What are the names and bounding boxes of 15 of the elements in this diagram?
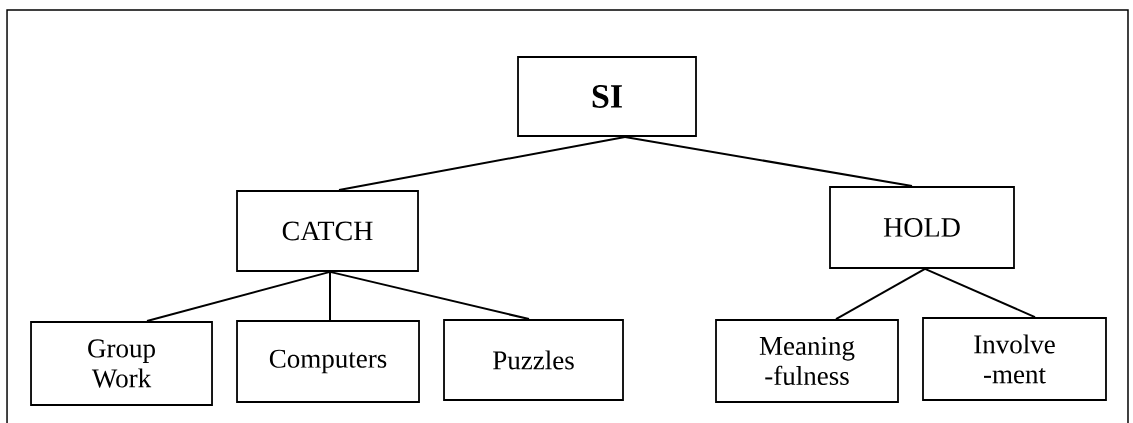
connector-line: [146, 270, 331, 323]
concept-box: Meaning -fulness: [715, 319, 899, 403]
connector-line: [329, 270, 530, 321]
connector-line: [329, 270, 331, 322]
connector-line: [624, 135, 913, 188]
connector-line: [835, 267, 926, 321]
connector-line: [338, 135, 626, 192]
concept-box: HOLD: [829, 186, 1015, 269]
connector-line: [924, 267, 1036, 319]
concept-box: Computers: [236, 320, 420, 403]
concept-box: Involve -ment: [922, 317, 1107, 401]
concept-box: Puzzles: [443, 319, 624, 401]
concept-box: Group Work: [30, 321, 213, 406]
concept-box: CATCH: [236, 190, 419, 272]
concept-box: SI: [517, 56, 697, 137]
